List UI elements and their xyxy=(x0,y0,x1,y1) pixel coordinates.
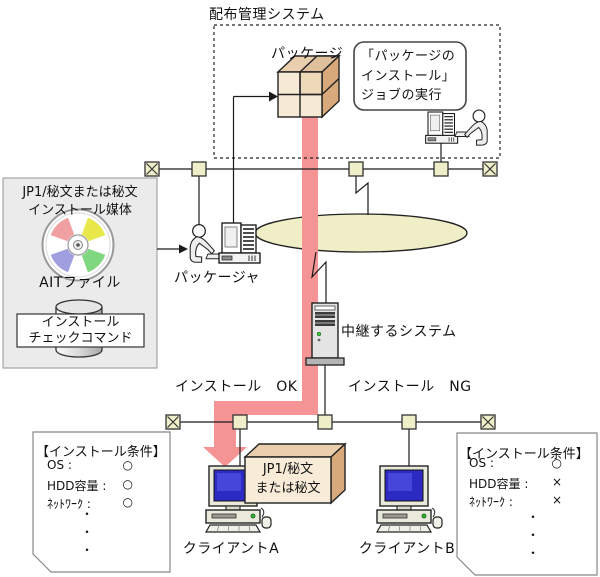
wan-zigzag-bottom xyxy=(311,251,327,303)
relay-label: 中継するシステム xyxy=(341,324,457,340)
network-terminator-icon xyxy=(482,161,498,177)
hibun-line: または秘文 xyxy=(255,480,321,496)
dot: ・ xyxy=(80,543,93,557)
condition-mark: ○ xyxy=(122,477,133,491)
job-callout-line: ジョブの実行 xyxy=(361,88,443,103)
client-b-label: クライアントB xyxy=(358,541,456,557)
command-line: チェックコマンド xyxy=(28,331,133,346)
condition-row: ﾈｯﾄﾜｰｸ : ○ xyxy=(47,495,133,512)
media-arrowhead xyxy=(179,244,188,254)
condition-label: OS : xyxy=(47,458,72,472)
install-ok-label: インストール OK xyxy=(175,379,298,395)
packager-workstation-icon xyxy=(218,222,261,264)
network-terminator-icon xyxy=(144,161,160,177)
condition-mark: × xyxy=(551,493,562,507)
note-conditions-right xyxy=(456,432,598,576)
ait-file-label: AITファイル xyxy=(39,275,121,291)
dot: ・ xyxy=(526,546,539,560)
condition-mark: ○ xyxy=(551,456,562,470)
condition-mark: ○ xyxy=(122,458,133,472)
condition-row: HDD容量 : × xyxy=(469,475,562,492)
conditions-left-dots: ・ ・ ・ xyxy=(80,505,94,559)
condition-label: ﾈｯﾄﾜｰｸ : xyxy=(47,497,91,511)
hibun-line: JP1/秘文 xyxy=(262,462,314,477)
conditions-left-header: 【インストール条件】 xyxy=(36,445,166,460)
note-conditions-left xyxy=(32,431,171,573)
network-node-icon xyxy=(317,414,333,430)
packager-label: パッケージャ xyxy=(173,270,261,286)
command-box-text: インストール チェックコマンド xyxy=(17,315,144,347)
dot: ・ xyxy=(80,507,93,521)
media-name-line2: インストール媒体 xyxy=(28,203,132,218)
hibun-package-text: JP1/秘文 または秘文 xyxy=(245,461,331,498)
condition-row: HDD容量 : ○ xyxy=(47,477,133,494)
client-a-label: クライアントA xyxy=(182,541,280,557)
condition-label: OS : xyxy=(469,456,494,470)
condition-label: HDD容量 : xyxy=(47,479,107,493)
network-terminator-icon xyxy=(165,414,181,430)
package-cube-icon xyxy=(276,54,341,119)
condition-label: ﾈｯﾄﾜｰｸ : xyxy=(469,495,513,509)
client-b-pc-icon xyxy=(376,465,443,533)
package-register-arrowhead xyxy=(269,91,278,102)
condition-row: ﾈｯﾄﾜｰｸ : × xyxy=(469,493,562,510)
conditions-right-header: 【インストール条件】 xyxy=(459,447,589,462)
network-terminator-icon xyxy=(480,414,496,430)
network-node-icon xyxy=(348,161,364,177)
network-node-icon xyxy=(232,414,248,430)
cd-media-icon xyxy=(41,208,115,282)
condition-row: OS : ○ xyxy=(469,456,562,470)
network-node-icon xyxy=(433,161,449,177)
condition-label: HDD容量 : xyxy=(469,477,529,491)
network-node-icon xyxy=(191,161,207,177)
job-callout: 「パッケージの インストール」 ジョブの実行 xyxy=(361,47,465,106)
network-node-icon xyxy=(401,414,417,430)
network-lines xyxy=(150,95,490,470)
network-cloud xyxy=(254,213,468,253)
dot: ・ xyxy=(526,510,539,524)
media-name-line1: JP1/秘文または秘文 xyxy=(22,185,138,200)
speech-bubble xyxy=(353,41,467,111)
figure-title: 配布管理システム xyxy=(209,7,325,23)
package-label: パッケージ xyxy=(271,46,344,62)
wan-zigzag-top xyxy=(355,176,369,215)
relay-server-icon xyxy=(305,302,345,366)
install-ng-label: インストール NG xyxy=(348,379,472,395)
conditions-right-dots: ・ ・ ・ xyxy=(526,508,540,562)
dot: ・ xyxy=(80,525,93,539)
condition-row: OS : ○ xyxy=(47,458,133,472)
command-line: インストール xyxy=(41,315,120,330)
install-flow-arrow xyxy=(203,117,318,467)
condition-mark: × xyxy=(551,475,562,489)
condition-mark: ○ xyxy=(122,495,133,509)
admin-person-icon xyxy=(464,109,488,146)
job-callout-line: インストール」 xyxy=(361,68,456,84)
job-callout-line: 「パッケージの xyxy=(361,49,456,64)
dot: ・ xyxy=(526,528,539,542)
hibun-package-box xyxy=(243,442,347,505)
command-box xyxy=(16,313,145,348)
admin-workstation-icon xyxy=(425,111,459,144)
